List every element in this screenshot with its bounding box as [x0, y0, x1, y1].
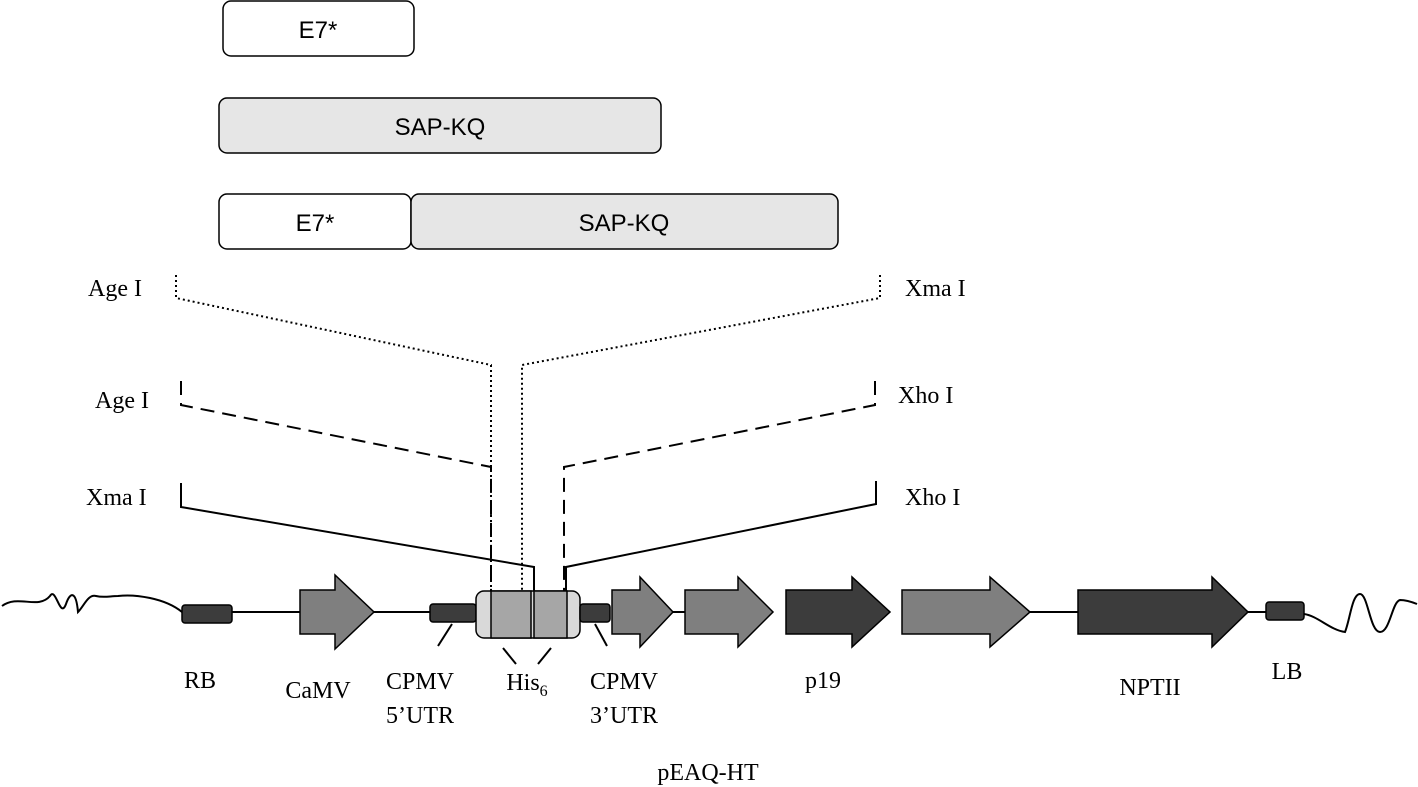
sap-label: SAP-KQ [395, 114, 486, 141]
cpmv-5utr-label-line2: 5’UTR [386, 703, 454, 729]
site-label-age-i: Age I [88, 276, 142, 302]
cpmv-3utr-element [579, 603, 611, 623]
site-label-age-i: Age I [95, 388, 149, 414]
construct-e7-alone: E7* [222, 0, 415, 57]
site-label-xho-i: Xho I [905, 485, 960, 511]
e7-label: E7* [299, 17, 338, 44]
construct-sap-alone: SAP-KQ [218, 97, 662, 154]
his6-label-subscript: 6 [540, 683, 548, 700]
cpmv-5utr-label-line1: CPMV [386, 669, 455, 695]
cpmv-3utr-label-line2: 3’UTR [590, 703, 658, 729]
site-label-xma-i: Xma I [905, 276, 966, 302]
rb-label: RB [184, 668, 216, 694]
site-label-xho-i: Xho I [898, 383, 953, 409]
lb-element [1265, 601, 1305, 621]
p19-label: p19 [805, 668, 841, 694]
dotted-cloning-lines [175, 275, 881, 595]
site-label-xma-i: Xma I [86, 485, 147, 511]
vector-name: pEAQ-HT [657, 760, 759, 786]
promoter-arrow-2 [901, 575, 1032, 649]
vector-backbone [1, 592, 1418, 634]
fusion-sap-label: SAP-KQ [579, 210, 670, 237]
nptii-label: NPTII [1119, 675, 1180, 701]
rb-element [181, 604, 233, 624]
fusion-e7-label: E7* [296, 210, 335, 237]
camv-label: CaMV [285, 678, 351, 704]
lb-label: LB [1272, 659, 1303, 685]
terminator-arrow [611, 575, 675, 649]
p19-arrow [785, 575, 892, 649]
pointer-lines [437, 623, 608, 665]
his6-cassette [475, 590, 581, 639]
cpmv-3utr-label-line1: CPMV [590, 669, 659, 695]
his6-label-base: His [506, 670, 539, 696]
construct-fusion: E7* SAP-KQ [218, 193, 839, 250]
promoter-arrow [684, 575, 775, 649]
his6-label: His6 [506, 670, 547, 700]
dashed-cloning-lines [180, 381, 876, 592]
solid-cloning-lines [180, 481, 877, 592]
nptii-arrow [1077, 575, 1250, 649]
camv-arrow [299, 573, 376, 651]
cpmv-5utr-element [429, 603, 477, 623]
